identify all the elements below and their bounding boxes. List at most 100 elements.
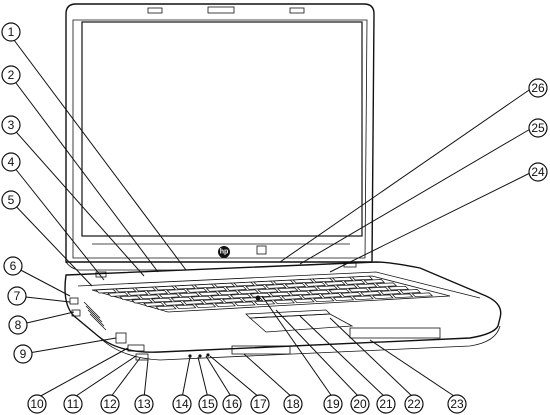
- front-bay: [349, 327, 441, 339]
- keyboard-key: [252, 280, 275, 286]
- keyboard-key: [360, 291, 382, 296]
- keyboard-key: [272, 279, 295, 285]
- keyboard-key: [336, 284, 358, 290]
- callout-label: 1: [8, 25, 15, 39]
- keyboard-key: [379, 290, 402, 295]
- keyboard-key: [324, 281, 346, 286]
- keyboard-key: [146, 290, 169, 295]
- callout-label: 4: [8, 155, 15, 169]
- keyboard-key: [269, 291, 291, 297]
- keyboard-key: [205, 287, 228, 292]
- callout-25: 25: [528, 118, 548, 138]
- callout-15: 15: [198, 394, 218, 414]
- callout-11: 11: [63, 394, 83, 414]
- keyboard-key: [178, 292, 200, 298]
- side-port-upper: [69, 297, 79, 305]
- keyboard-key: [363, 279, 386, 284]
- keyboard-key: [198, 291, 220, 297]
- keyboard-key: [351, 275, 374, 281]
- callout-21: 21: [376, 394, 396, 414]
- callout-label: 7: [14, 289, 21, 303]
- keyboard-key: [174, 304, 197, 310]
- keyboard-key: [293, 298, 315, 304]
- keyboard-key: [312, 277, 334, 283]
- display-lid: hp: [65, 3, 375, 271]
- keyboard-key: [304, 282, 326, 287]
- keyboard-key: [202, 299, 224, 304]
- keyboard-key: [134, 286, 157, 292]
- keyboard-key: [343, 280, 366, 285]
- touchpad: [245, 309, 354, 333]
- keyboard-key: [372, 294, 394, 300]
- callout-14: 14: [172, 394, 192, 414]
- callout-label: 6: [10, 259, 17, 273]
- callout-label: 21: [379, 397, 393, 411]
- keyboard-key: [174, 284, 196, 290]
- keyboard-key: [352, 295, 374, 301]
- keyboard-key: [138, 294, 161, 300]
- keyboard-key: [166, 289, 188, 294]
- keyboard-key: [154, 285, 176, 291]
- side-port-lower: [71, 309, 81, 317]
- callout-label: 23: [450, 397, 464, 411]
- callout-label: 5: [8, 193, 15, 207]
- callout-17: 17: [250, 394, 270, 414]
- keyboard-key: [245, 285, 267, 290]
- callout-label: 22: [407, 397, 421, 411]
- callout-label: 2: [8, 68, 15, 82]
- callout-24: 24: [528, 162, 548, 182]
- callout-16: 16: [222, 394, 242, 414]
- callout-label: 14: [175, 397, 189, 411]
- keyboard-key: [182, 300, 205, 305]
- keyboard: [91, 275, 451, 313]
- callout-label: 13: [137, 397, 151, 411]
- callout-label: 8: [15, 318, 22, 332]
- callout-6: 6: [3, 256, 23, 276]
- callout-label: 12: [103, 397, 117, 411]
- keyboard-key: [399, 289, 422, 294]
- keyboard-key: [276, 287, 299, 293]
- keyboard-key: [411, 292, 434, 298]
- callout-label: 11: [67, 397, 80, 411]
- callout-label: 18: [286, 397, 300, 411]
- keyboard-key: [225, 286, 248, 291]
- keyboard-key: [95, 288, 117, 294]
- callout-8: 8: [8, 315, 28, 335]
- keyboard-key: [331, 276, 354, 282]
- keyboard-key: [367, 286, 390, 292]
- keyboard-key: [288, 290, 311, 296]
- keyboard-key: [316, 285, 338, 291]
- keyboard-key: [332, 296, 355, 302]
- keyboard-key: [237, 289, 260, 295]
- keyboard-key: [340, 292, 362, 297]
- callout-9: 9: [13, 344, 33, 364]
- keyboard-key: [284, 283, 307, 288]
- callout-2: 2: [1, 65, 21, 85]
- hp-logo-text: hp: [220, 249, 229, 256]
- keyboard-key: [320, 293, 343, 298]
- display-screen: [81, 21, 363, 237]
- callout-7: 7: [7, 286, 27, 306]
- keyboard-key: [190, 295, 212, 301]
- callout-26: 26: [528, 78, 548, 98]
- front-slot: [231, 345, 291, 355]
- keyboard-key: [155, 305, 177, 311]
- callout-20: 20: [350, 394, 370, 414]
- front-port-c: [135, 353, 149, 361]
- keyboard-key: [391, 293, 414, 299]
- keyboard-key: [217, 290, 240, 296]
- callout-19: 19: [323, 394, 343, 414]
- keyboard-key: [387, 285, 410, 291]
- keyboard-key: [281, 295, 303, 300]
- callout-label: 10: [30, 397, 44, 411]
- keyboard-key: [249, 292, 272, 298]
- front-light-2: [198, 354, 202, 358]
- front-port-b: [127, 344, 145, 352]
- callout-label: 3: [8, 118, 15, 132]
- keyboard-key: [234, 301, 256, 307]
- display-latch-center: [207, 6, 235, 14]
- callout-22: 22: [404, 394, 424, 414]
- display-latch-right: [289, 7, 305, 14]
- display-latch-left: [147, 7, 163, 14]
